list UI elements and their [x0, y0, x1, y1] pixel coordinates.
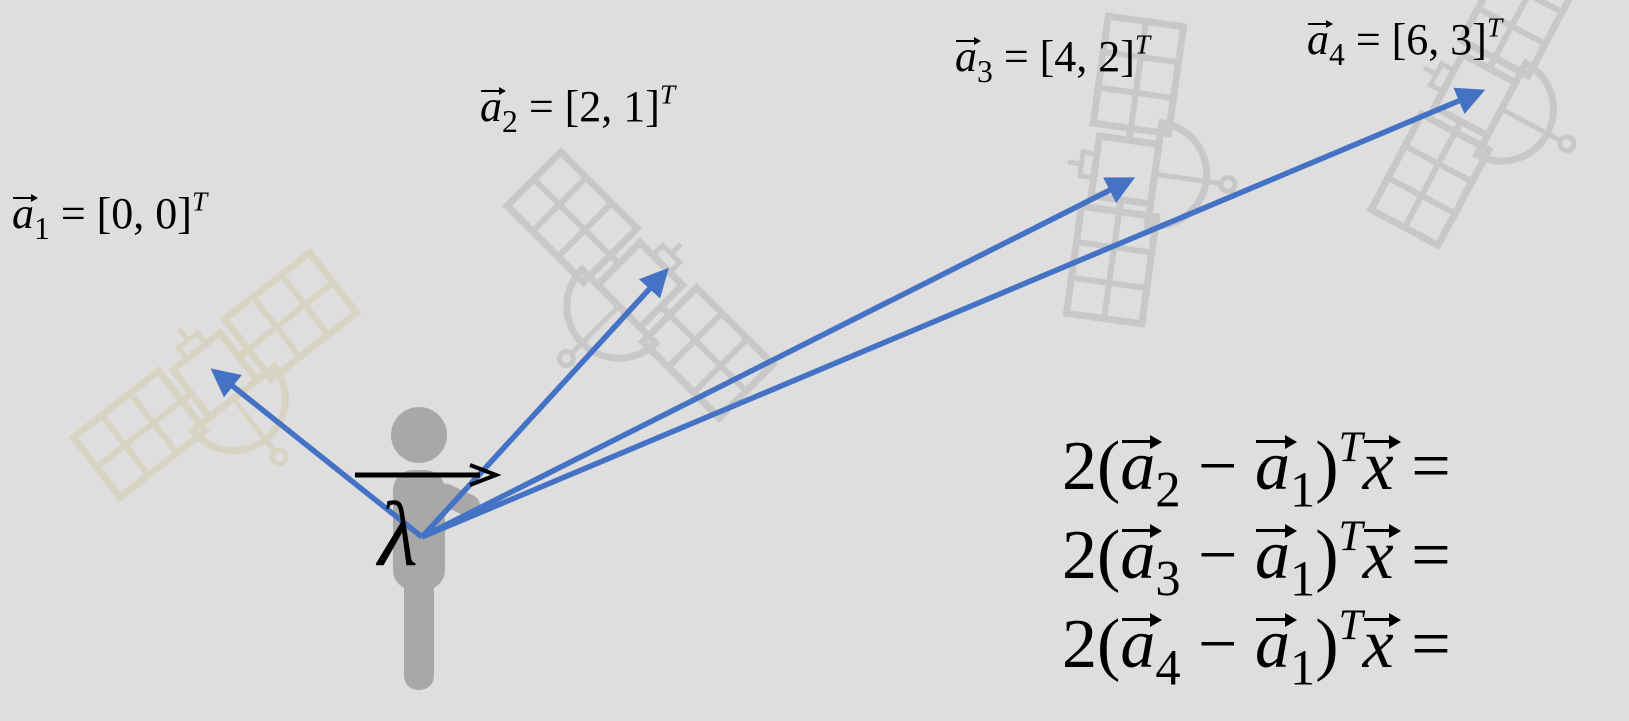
label-a4: a4 = [6, 3]T: [1307, 14, 1502, 71]
transpose-sup: T: [1338, 600, 1363, 649]
vector-a-symbol: a: [1255, 428, 1297, 505]
eq-prefix: 2(: [1062, 606, 1121, 683]
label-a2: a2 = [2, 1]T: [480, 81, 675, 138]
subscript: 2: [1155, 461, 1181, 518]
subscript: 4: [1329, 37, 1345, 73]
vector-a-symbol: a: [1120, 606, 1163, 683]
vector-a-symbol: a: [1255, 606, 1297, 683]
subscript: 3: [1155, 550, 1181, 607]
equation-row-1: 2(a2 − a1)Tx =: [1062, 425, 1451, 515]
subscript: 2: [502, 104, 518, 140]
arrow-a3: [420, 177, 1136, 540]
minus-sign: −: [1180, 606, 1255, 683]
arrow-a4: [420, 87, 1486, 540]
subscript: 3: [977, 54, 993, 90]
coords-text: = [4, 2]: [1003, 32, 1135, 81]
lambda-vector-arrow: [355, 463, 502, 487]
minus-sign: −: [1180, 517, 1255, 594]
equation-row-3: 2(a4 − a1)Tx =: [1062, 603, 1451, 693]
vector-a-symbol: a: [480, 82, 507, 131]
eq-prefix: 2(: [1062, 517, 1121, 594]
transpose-sup: T: [1338, 422, 1363, 471]
arrow-a2: [419, 267, 669, 539]
transpose-sup: T: [1134, 29, 1151, 60]
close-paren: ): [1315, 428, 1339, 505]
subscript: 4: [1155, 639, 1181, 696]
vector-a-symbol: a: [955, 32, 982, 81]
equals-sign: =: [1393, 606, 1451, 683]
minus-sign: −: [1180, 428, 1255, 505]
subscript: 1: [34, 211, 50, 247]
subscript: 1: [1290, 550, 1316, 607]
eq-prefix: 2(: [1062, 428, 1121, 505]
coords-text: = [2, 1]: [528, 82, 660, 131]
vector-x-symbol: x: [1362, 428, 1401, 505]
coords-text: = [0, 0]: [60, 189, 192, 238]
vector-x-symbol: x: [1362, 606, 1401, 683]
close-paren: ): [1315, 606, 1339, 683]
transpose-sup: T: [1486, 12, 1503, 43]
equals-sign: =: [1393, 517, 1451, 594]
label-a1: a1 = [0, 0]T: [12, 188, 207, 245]
vector-x-symbol: x: [1362, 517, 1401, 594]
vector-a-symbol: a: [1255, 517, 1297, 594]
close-paren: ): [1315, 517, 1339, 594]
vector-a-symbol: a: [1120, 428, 1163, 505]
equation-row-2: 2(a3 − a1)Tx =: [1062, 514, 1451, 604]
subscript: 1: [1290, 639, 1316, 696]
arrow-a1: [210, 368, 424, 540]
coords-text: = [6, 3]: [1355, 15, 1487, 64]
equals-sign: =: [1393, 428, 1451, 505]
lambda-symbol: λ: [378, 483, 418, 585]
transpose-sup: T: [1338, 511, 1363, 560]
label-a3: a3 = [4, 2]T: [955, 31, 1150, 88]
satellite-icon: [455, 138, 787, 470]
vector-arrows: [210, 87, 1486, 540]
transpose-sup: T: [191, 186, 208, 217]
vector-a-symbol: a: [1120, 517, 1163, 594]
vector-a-symbol: a: [1307, 15, 1334, 64]
transpose-sup: T: [659, 79, 676, 110]
vector-a-symbol: a: [12, 189, 39, 238]
satellite-icon: [61, 237, 401, 555]
subscript: 1: [1290, 461, 1316, 518]
